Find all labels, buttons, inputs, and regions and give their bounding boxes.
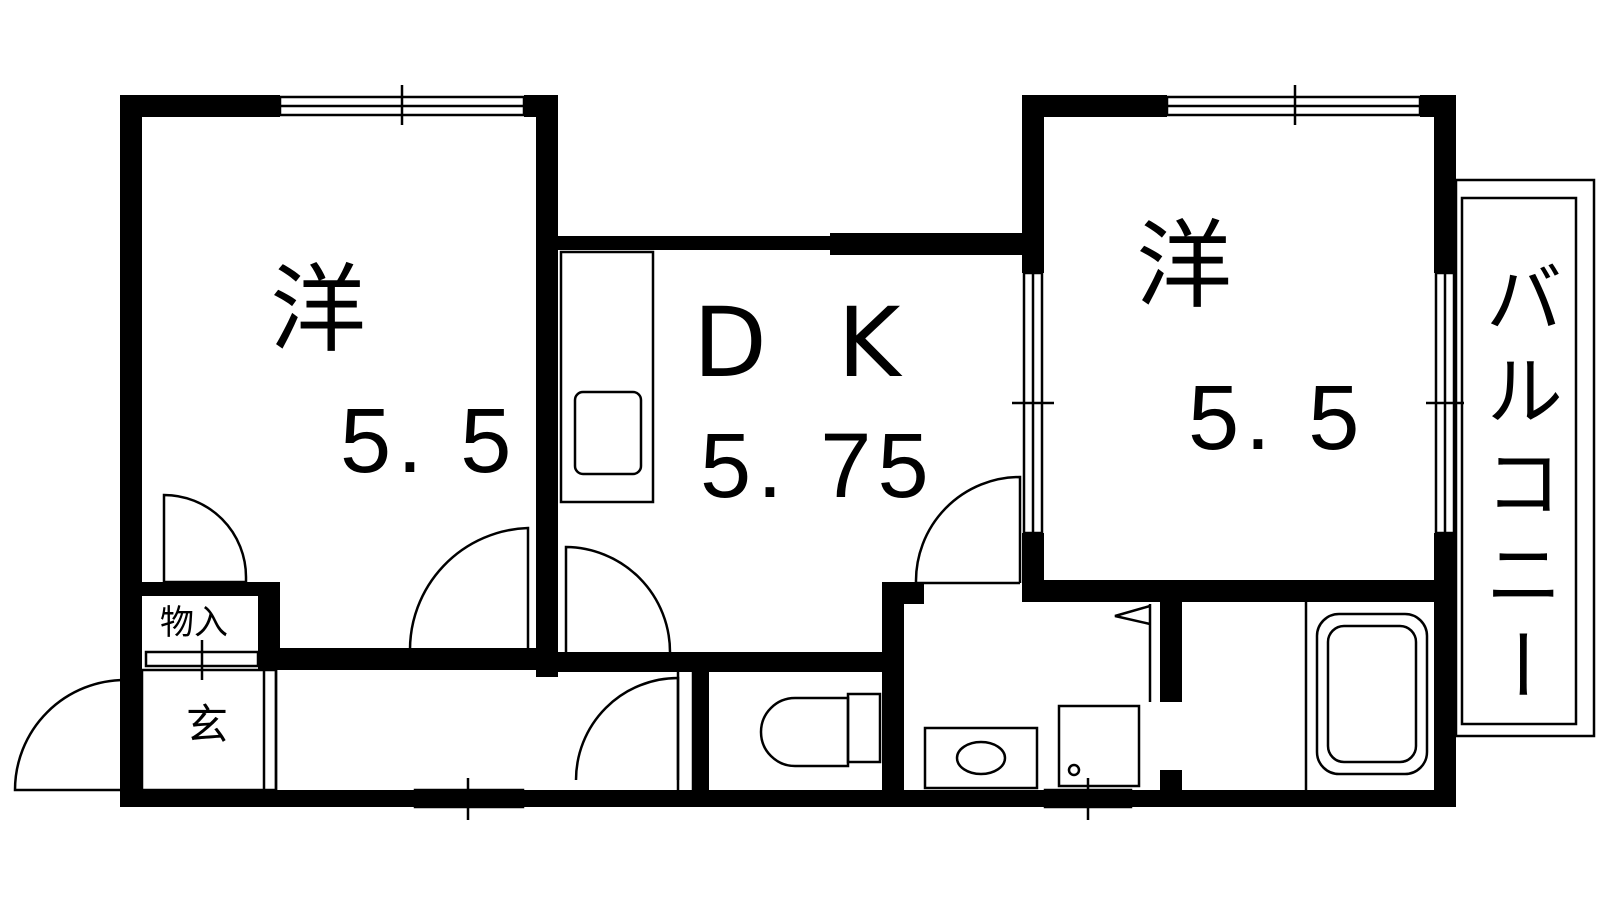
wall-closet-right bbox=[258, 582, 280, 670]
bathtub bbox=[1315, 612, 1429, 776]
wash-basin bbox=[955, 740, 1007, 776]
wash-door-indicator bbox=[1114, 604, 1151, 626]
washing-machine bbox=[1057, 704, 1141, 788]
wall-top-east-l bbox=[1022, 95, 1167, 117]
kitchen-counter bbox=[559, 250, 655, 504]
balcony-label: バルコニー bbox=[1472, 258, 1562, 718]
wall-toilet-left bbox=[693, 672, 709, 807]
west-room-name: 洋 bbox=[270, 254, 366, 366]
wall-bath-left bbox=[1160, 602, 1182, 702]
washing-machine-drain bbox=[1067, 763, 1081, 777]
dk-size: 5. 75 bbox=[700, 415, 935, 517]
balcony-inner bbox=[1460, 196, 1578, 726]
wall-east-bottom bbox=[1022, 580, 1456, 602]
east-room-name: 洋 bbox=[1136, 210, 1232, 322]
wall-right-up bbox=[1434, 95, 1456, 273]
kitchen-sink bbox=[573, 390, 643, 476]
wall-between-west-dk bbox=[536, 95, 558, 677]
entrance-label: 玄 bbox=[186, 700, 229, 749]
wall-left bbox=[120, 95, 142, 807]
wall-west-bottom bbox=[270, 648, 558, 670]
east-room-size: 5. 5 bbox=[1188, 367, 1366, 469]
wall-right-down bbox=[1434, 533, 1456, 807]
thick-walls bbox=[120, 95, 1456, 807]
toilet-tank bbox=[846, 692, 882, 764]
west-room-size: 5. 5 bbox=[340, 390, 518, 492]
door-closet bbox=[162, 493, 248, 582]
wall-closet-top bbox=[120, 582, 270, 596]
door-entrance bbox=[13, 678, 126, 792]
toilet-bowl bbox=[759, 696, 850, 768]
thin-lines bbox=[13, 85, 1596, 820]
wall-wash-left bbox=[882, 582, 904, 807]
wall-dk-top bbox=[558, 236, 830, 250]
storage-label: 物入 bbox=[160, 603, 228, 643]
door-east-room bbox=[914, 475, 1022, 584]
bathtub-inner bbox=[1326, 624, 1418, 764]
wall-top-west bbox=[120, 95, 280, 117]
balcony-outer bbox=[1454, 178, 1596, 738]
door-toilet bbox=[574, 676, 680, 781]
wall-corridor-top bbox=[558, 652, 884, 672]
wall-dk-top-thick bbox=[830, 233, 1025, 255]
wall-wash-top bbox=[882, 582, 924, 604]
wall-east-left-up bbox=[1022, 95, 1044, 273]
door-dk-lower bbox=[564, 545, 672, 653]
door-west-room bbox=[408, 526, 530, 653]
wall-bath-left-low bbox=[1160, 770, 1182, 807]
wall-east-left-down bbox=[1022, 533, 1044, 583]
wash-basin-counter bbox=[923, 726, 1039, 790]
dk-name: D K bbox=[693, 287, 921, 399]
wall-bottom bbox=[120, 790, 1456, 807]
